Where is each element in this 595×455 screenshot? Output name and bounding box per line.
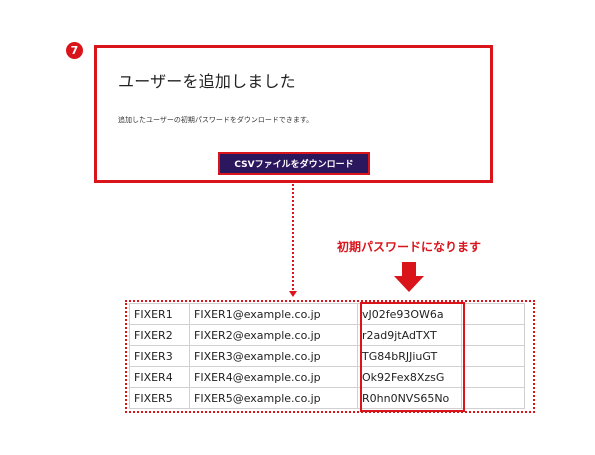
email-cell: FIXER3@example.co.jp xyxy=(189,345,358,367)
user-name-cell: FIXER5 xyxy=(129,387,190,409)
initial-password-callout: 初期パスワードになります xyxy=(337,240,482,254)
user-name-cell: FIXER4 xyxy=(129,366,190,388)
download-csv-button[interactable]: CSVファイルをダウンロード xyxy=(218,152,370,175)
empty-cell xyxy=(461,345,525,367)
user-name-cell: FIXER2 xyxy=(129,324,190,346)
user-name-cell: FIXER3 xyxy=(129,345,190,367)
email-cell: FIXER1@example.co.jp xyxy=(189,303,358,325)
password-column-highlight xyxy=(360,302,465,412)
connector-arrow-icon xyxy=(289,291,297,297)
password-cell: R0hn0NVS65No xyxy=(357,387,462,409)
empty-cell xyxy=(461,303,525,325)
email-cell: FIXER2@example.co.jp xyxy=(189,324,358,346)
down-arrow-icon xyxy=(402,262,416,276)
csv-preview-frame xyxy=(125,300,535,413)
user-added-dialog: ユーザーを追加しました 追加したユーザーの初期パスワードをダウンロードできます。… xyxy=(94,45,493,183)
empty-cell xyxy=(461,387,525,409)
user-name-cell: FIXER1 xyxy=(129,303,190,325)
email-cell: FIXER4@example.co.jp xyxy=(189,366,358,388)
down-arrow-head-icon xyxy=(394,276,424,292)
dotted-connector-line xyxy=(292,181,294,294)
empty-cell xyxy=(461,324,525,346)
password-cell: r2ad9jtAdTXT xyxy=(357,324,462,346)
email-cell: FIXER5@example.co.jp xyxy=(189,387,358,409)
step-number-badge: 7 xyxy=(66,42,83,59)
empty-cell xyxy=(461,366,525,388)
dialog-message: 追加したユーザーの初期パスワードをダウンロードできます。 xyxy=(118,116,314,124)
dialog-title: ユーザーを追加しました xyxy=(118,72,296,91)
